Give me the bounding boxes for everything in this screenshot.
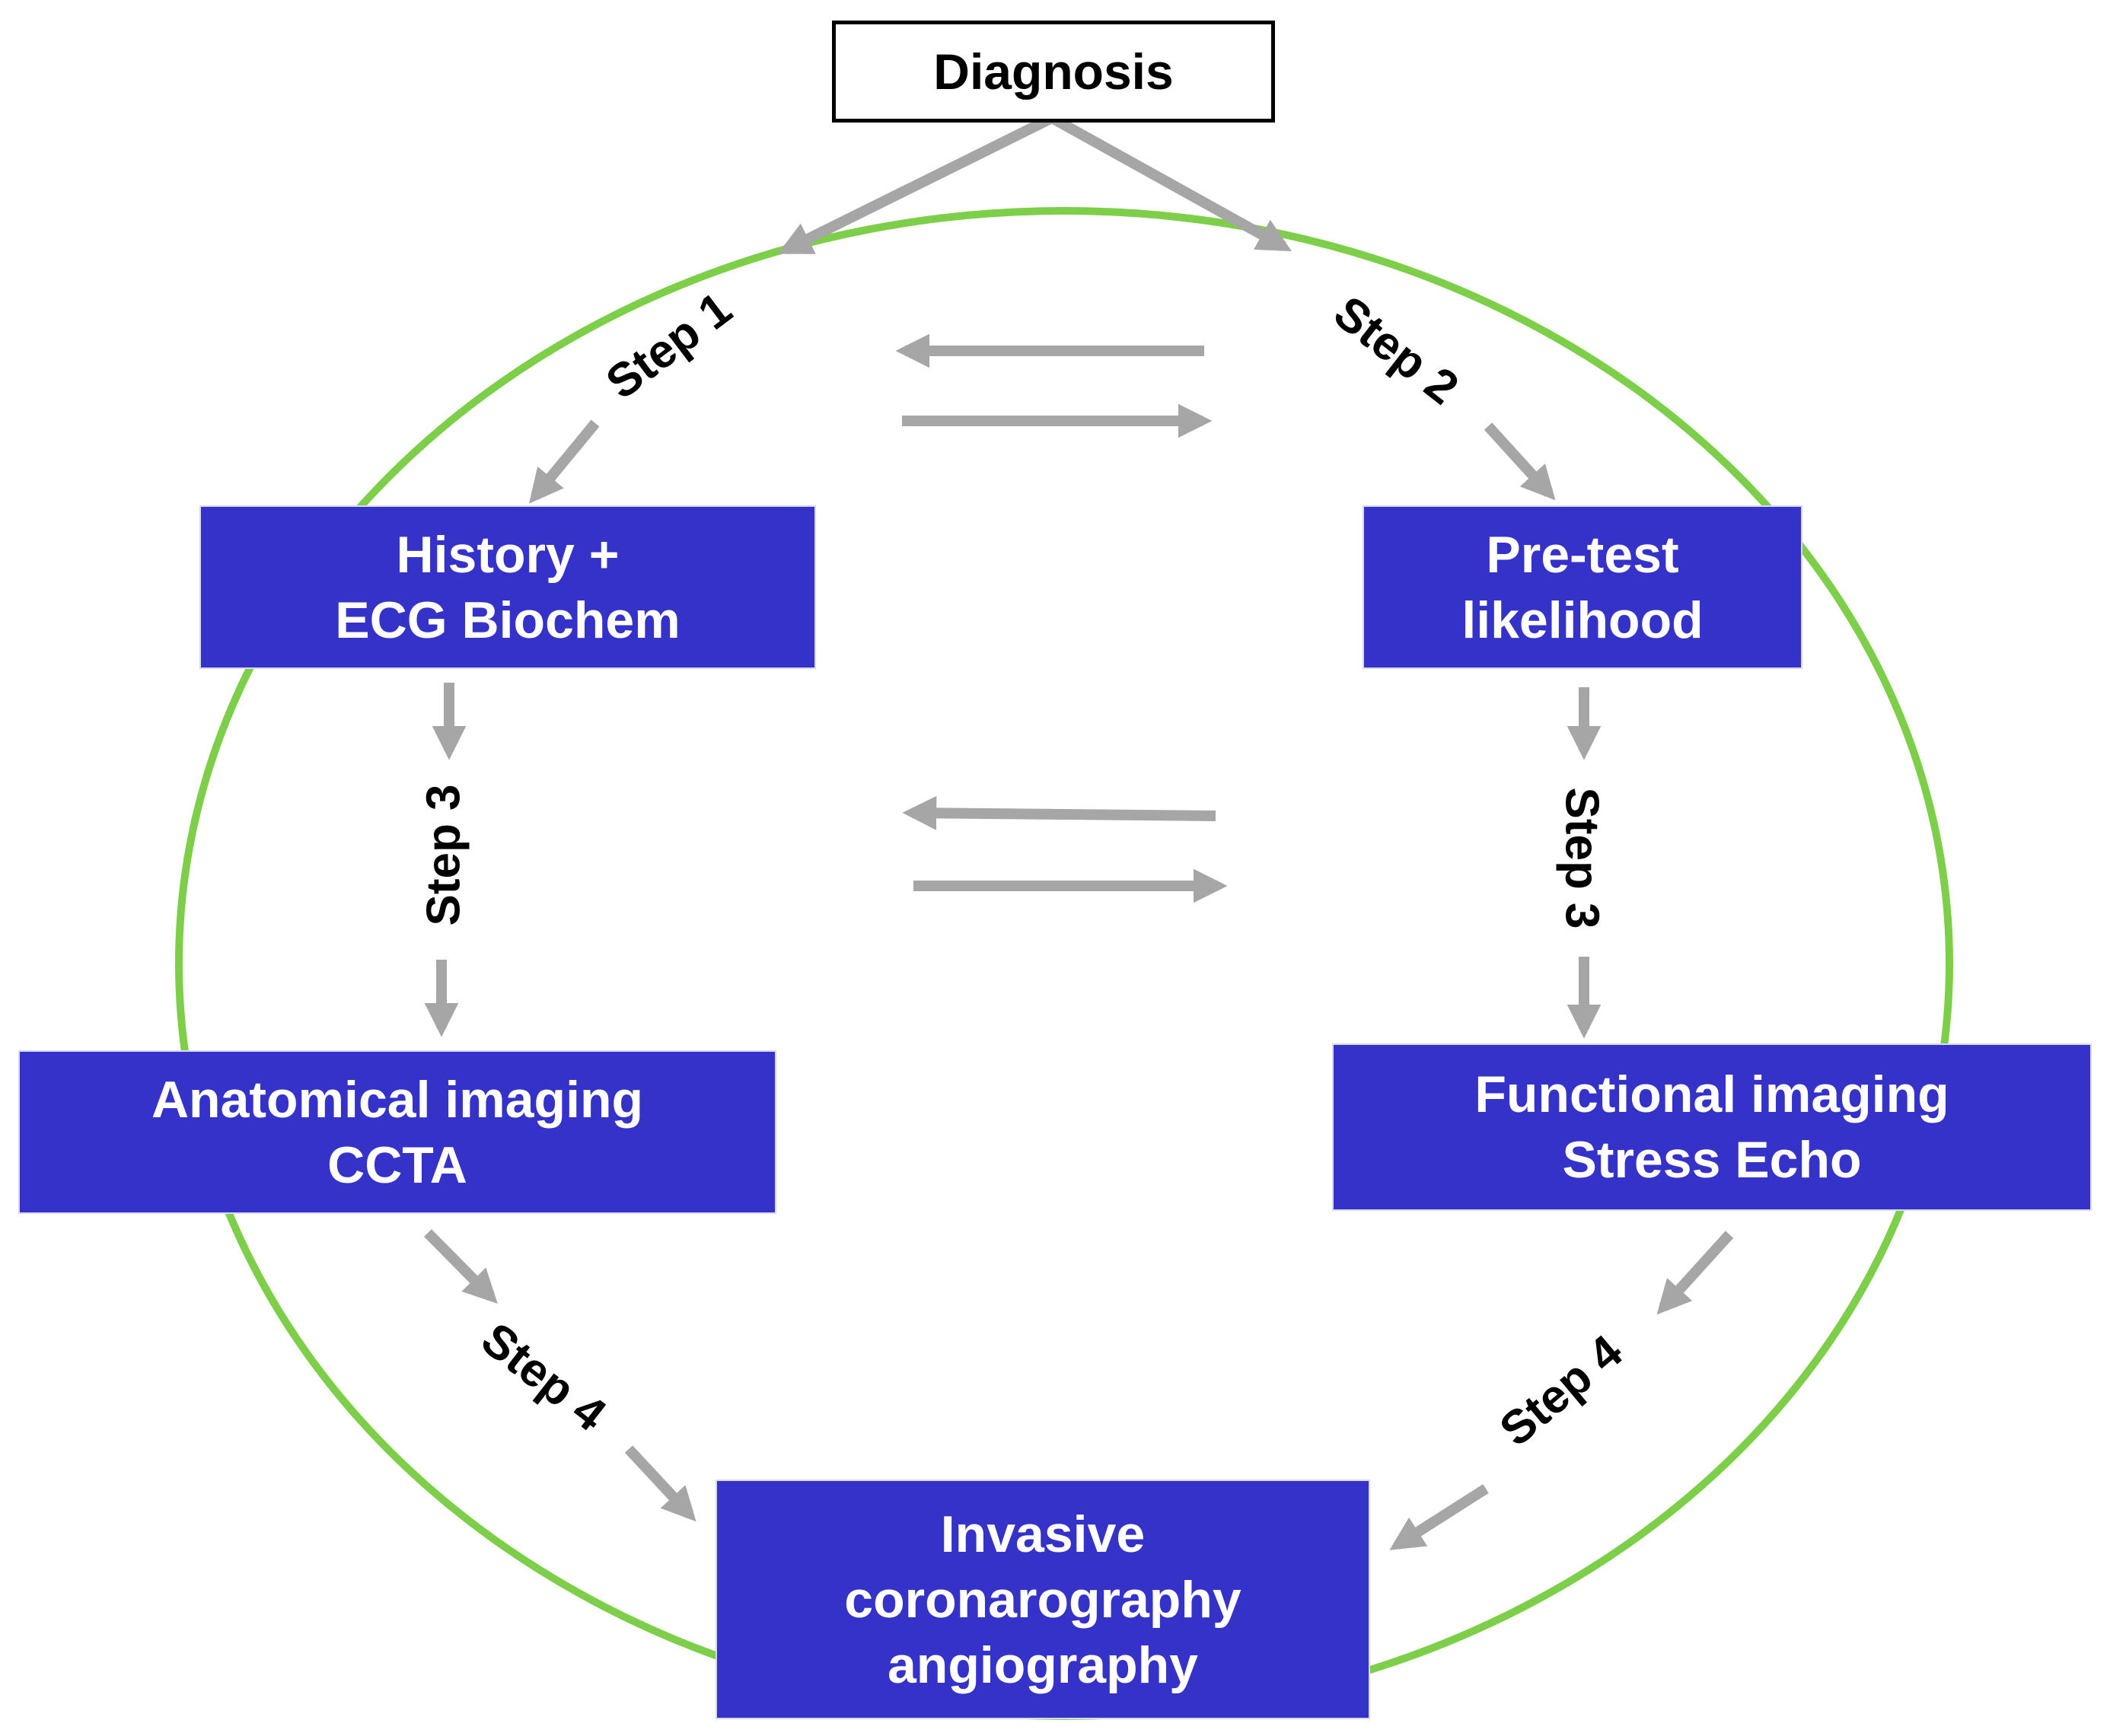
history-box-line-1: History + [396, 525, 620, 584]
anatomical-imaging-box: Anatomical imaging CCTA [18, 1050, 776, 1214]
arrow-anatomical-to-step4 [424, 1229, 498, 1304]
arrow-diagnosis-to-step1 [777, 113, 1055, 255]
diagnosis-title-box: Diagnosis [832, 21, 1275, 123]
arrow-exchange-middle-left [902, 795, 1216, 830]
functional-box-line-1: Functional imaging [1474, 1065, 1949, 1123]
arrow-functional-to-step4 [1656, 1231, 1734, 1315]
invasive-coronarography-box: Invasive coronarography angiography [716, 1480, 1370, 1719]
history-ecg-biochem-box: History + ECG Biochem [199, 505, 816, 669]
anatomical-box-line-2: CCTA [327, 1136, 467, 1194]
anatomical-box-line-1: Anatomical imaging [151, 1070, 644, 1129]
step-3-right-label: Step 3 [1555, 787, 1608, 929]
arrow-step4-to-invasive-right [1389, 1484, 1489, 1550]
functional-imaging-box: Functional imaging Stress Echo [1332, 1043, 2092, 1211]
invasive-box-line-1: Invasive [940, 1505, 1146, 1563]
diagnosis-title: Diagnosis [933, 43, 1174, 100]
arrow-step1-to-history [528, 419, 600, 504]
arrow-diagnosis-to-step2 [1049, 113, 1292, 252]
invasive-box-line-2: coronarography [844, 1570, 1241, 1629]
history-box-line-2: ECG Biochem [335, 591, 680, 649]
functional-box-line-2: Stress Echo [1562, 1131, 1862, 1189]
pretest-box-line-1: Pre-test [1486, 525, 1679, 584]
arrow-step4-to-invasive-left [624, 1445, 696, 1522]
pretest-likelihood-box: Pre-test likelihood [1363, 505, 1802, 669]
step-3-left-label: Step 3 [417, 784, 470, 926]
invasive-box-line-3: angiography [887, 1636, 1199, 1694]
pretest-box-line-2: likelihood [1461, 591, 1704, 649]
arrow-step2-to-pretest [1484, 422, 1556, 501]
